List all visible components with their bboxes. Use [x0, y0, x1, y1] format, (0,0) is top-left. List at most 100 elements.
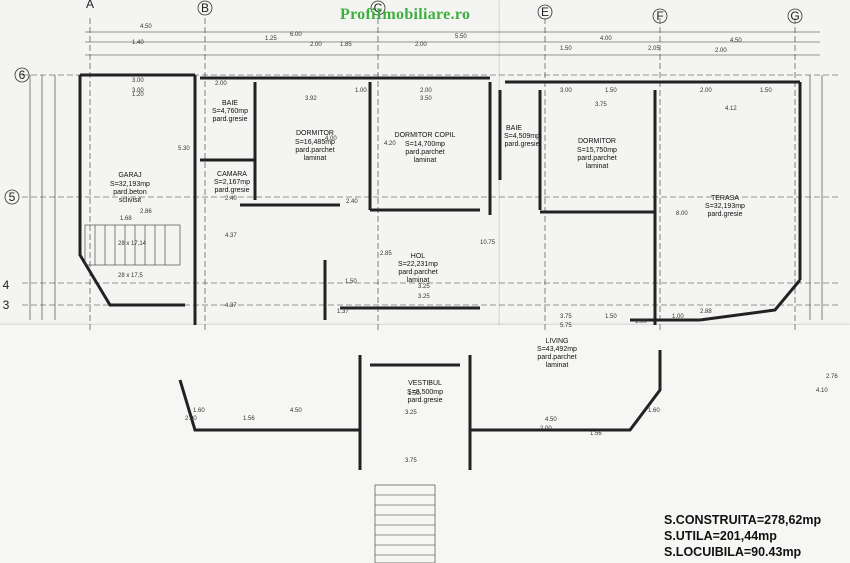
dim-text: 2.40	[225, 196, 237, 202]
dim-text: 3.75	[405, 458, 417, 464]
room-camara-floor: pard.gresie	[214, 187, 249, 194]
dim-text: 1.50	[345, 279, 357, 285]
room-dormitor1-floor: pard.parchet	[295, 147, 334, 154]
room-vestibul-floor: pard.gresie	[407, 397, 442, 404]
grid-col-b: B	[201, 1, 209, 15]
dim-text: 2.86	[140, 209, 152, 215]
dim-text: 1.20	[132, 92, 144, 98]
grid-col-e: E	[541, 5, 549, 19]
dim-text: 8.00	[676, 211, 688, 217]
room-living-finish: laminat	[546, 362, 569, 369]
room-vestibul-name: VESTIBUL	[408, 380, 442, 387]
dim-text: 1.50	[560, 46, 572, 52]
dim-text: 4.10	[816, 388, 828, 394]
grid-col-f: F	[656, 9, 663, 23]
dim-text: 3.92	[305, 96, 317, 102]
summary-locuibila: S.LOCUIBILA=90.43mp	[664, 545, 802, 559]
dim-text: 3.00	[560, 88, 572, 94]
room-hol-finish: laminat	[407, 277, 430, 284]
dim-text: 4.12	[725, 106, 737, 112]
dim-text: 5.30	[178, 146, 190, 152]
room-dormitor-copil-area: S=14,700mp	[405, 141, 445, 148]
room-living-floor: pard.parchet	[537, 354, 576, 361]
area-summary: S.CONSTRUITA=278,62mp S.UTILA=201,44mp S…	[664, 512, 821, 560]
room-dormitor2-floor: pard.parchet	[577, 155, 616, 162]
dim-text: 2.00	[420, 88, 432, 94]
room-baie1-area: S=4,760mp	[212, 108, 248, 115]
dim-text: 4.50	[290, 408, 302, 414]
dim-text: 2.00	[310, 42, 322, 48]
room-terasa-name: TERASA	[711, 195, 739, 202]
dim-text: 1.60	[193, 408, 205, 414]
dim-text: 3.00	[132, 88, 144, 94]
dim-text: 1.25	[265, 36, 277, 42]
grid-row-4: 4	[3, 278, 10, 292]
room-baie1-floor: pard.gresie	[212, 116, 247, 123]
room-dormitor1-area: S=16,485mp	[295, 139, 335, 146]
dim-text: 2.85	[380, 251, 392, 257]
room-baie2-name: BAIE	[506, 125, 522, 132]
room-camara-name: CAMARA	[217, 171, 247, 178]
dim-text: 1.00	[672, 314, 684, 320]
room-garaj-finish: sclivisit	[119, 197, 141, 204]
room-living-area: S=43,492mp	[537, 346, 577, 353]
room-baie2-area: S=4,509mp	[504, 133, 540, 140]
dim-text: 1.50	[605, 88, 617, 94]
room-terasa-area: S=32,193mp	[705, 203, 745, 210]
room-vestibul-area: S=8,500mp	[407, 389, 443, 396]
dim-text: 10.75	[480, 240, 496, 246]
dim-text: 4.00	[325, 136, 337, 142]
dim-text: 2.05	[648, 46, 660, 52]
room-garaj-name: GARAJ	[118, 172, 141, 179]
room-dormitor2-area: S=15,750mp	[577, 147, 617, 154]
stair-dim: 28 x 17,5	[118, 273, 143, 279]
dim-text: 4.37	[225, 303, 237, 309]
room-hol-area: S=22,231mp	[398, 261, 438, 268]
dim-text: 4.50	[140, 24, 152, 30]
dim-text: 1.00	[355, 88, 367, 94]
dim-text: 4.50	[545, 417, 557, 423]
dim-text: 4.50	[730, 38, 742, 44]
room-baie2-floor: pard.gresie	[504, 141, 539, 148]
grid-col-g: G	[790, 9, 799, 23]
dim-text: 1.50	[605, 314, 617, 320]
room-garaj-area: S=32,193mp	[110, 181, 150, 188]
room-dormitor-copil-finish: laminat	[414, 157, 437, 164]
dim-text: 1.37	[337, 309, 349, 315]
dim-text: 4.20	[384, 141, 396, 147]
watermark: ProfiImobiliare.ro	[340, 6, 471, 23]
room-dormitor2-name: DORMITOR	[578, 138, 616, 145]
dim-text: 3.75	[595, 102, 607, 108]
room-camara-area: S=2,167mp	[214, 179, 250, 186]
dim-text: 4.00	[600, 36, 612, 42]
summary-construita: S.CONSTRUITA=278,62mp	[664, 513, 822, 527]
grid-row-3: 3	[3, 298, 10, 312]
grid-col-a: A	[86, 0, 94, 11]
dim-text: 2.76	[826, 374, 838, 380]
dim-text: 3.25	[405, 410, 417, 416]
grid-col-c: C	[374, 1, 383, 15]
summary-utila: S.UTILA=201,44mp	[664, 529, 777, 543]
dim-text: 2.00	[715, 48, 727, 54]
dim-text: 3.25	[418, 294, 430, 300]
dim-text: 5.50	[455, 34, 467, 40]
dim-text: 3.75	[560, 314, 572, 320]
room-dormitor-copil-name: DORMITOR COPIL	[395, 132, 456, 139]
dim-text: 6.00	[290, 32, 302, 38]
grid-row-6: 6	[19, 68, 26, 82]
room-hol-name: HOL	[411, 253, 426, 260]
room-terasa-floor: pard.gresie	[707, 211, 742, 218]
dim-text: 2.00	[415, 42, 427, 48]
dim-text: 1.56	[590, 431, 602, 437]
dim-text: 2.00	[215, 81, 227, 87]
room-dormitor-copil-floor: pard.parchet	[405, 149, 444, 156]
dim-text: 4.37	[225, 233, 237, 239]
dim-text: 1.00	[635, 319, 647, 325]
dim-text: 1.56	[243, 416, 255, 422]
dim-text: 2.00	[185, 416, 197, 422]
dim-text: 1.60	[648, 408, 660, 414]
dim-text: 3.25	[418, 284, 430, 290]
room-dormitor2-finish: laminat	[586, 163, 609, 170]
